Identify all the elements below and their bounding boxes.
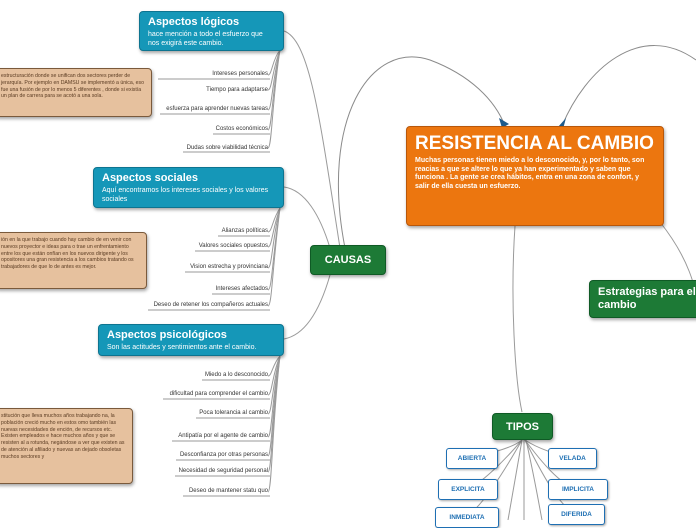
tipo-inmediata[interactable]: INMEDIATA (435, 507, 499, 528)
tipo-diferida[interactable]: DIFERIDA (548, 504, 605, 525)
tipos-node[interactable]: TIPOS (492, 413, 553, 440)
aspectos-logicos-example[interactable]: estructuración donde se unifican dos sec… (0, 68, 152, 117)
psicologicos-item-6[interactable]: Necesidad de seguridad personal (178, 468, 268, 474)
aspectos-sociales-title: Aspectos sociales (102, 172, 198, 184)
causas-node[interactable]: CAUSAS (310, 245, 386, 275)
estrategias-node[interactable]: Estrategias para el cambio (589, 280, 696, 318)
aspectos-logicos-description: hace mención a todo el esfuerzo que nos … (148, 31, 263, 47)
aspectos-psicologicos-description: Son las actitudes y sentimientos ante el… (107, 344, 257, 351)
logicos-item-1[interactable]: Intereses personales (212, 71, 268, 77)
psicologicos-item-7[interactable]: Deseo de mantener statu quo (188, 488, 268, 494)
aspectos-sociales-description: Aquí encontramos los intereses sociales … (102, 187, 269, 203)
aspectos-psicologicos-title: Aspectos psicológicos (107, 329, 227, 341)
central-topic-title: RESISTENCIA AL CAMBIO (415, 133, 654, 154)
psicologicos-item-3[interactable]: Poca tolerancia al cambio (199, 410, 268, 416)
arrow-head-left (499, 118, 509, 128)
logicos-item-2[interactable]: Tiempo para adaptarse (206, 87, 268, 93)
tipo-abierta[interactable]: ABIERTA (446, 448, 498, 469)
sociales-item-4[interactable]: Intereses afectados (215, 286, 268, 292)
sociales-item-5[interactable]: Deseo de retener los compañeros actuales (153, 302, 268, 308)
estrategias-label: Estrategias para el cambio (598, 286, 696, 311)
sociales-item-3[interactable]: Vision estrecha y provinciana (190, 264, 268, 270)
sociales-item-2[interactable]: Valores sociales opuestos (198, 243, 268, 249)
logicos-item-3[interactable]: esfuerza para aprender nuevas tareas (166, 106, 268, 112)
central-topic[interactable]: RESISTENCIA AL CAMBIO Muchas personas ti… (406, 126, 664, 226)
psicologicos-item-1[interactable]: Miedo a lo desconocido (204, 372, 268, 378)
aspectos-sociales-example[interactable]: ión en la que trabajo cuando hay cambio … (0, 232, 147, 289)
logicos-item-5[interactable]: Dudas sobre viabilidad técnica (186, 145, 268, 151)
aspectos-logicos-title: Aspectos lógicos (148, 16, 240, 28)
tipo-velada[interactable]: VELADA (548, 448, 597, 469)
aspectos-psicologicos-node[interactable]: Aspectos psicológicos Son las actitudes … (98, 324, 284, 356)
central-topic-description: Muchas personas tienen miedo a lo descon… (415, 157, 645, 190)
sociales-item-1[interactable]: Alianzas políticas (221, 228, 268, 234)
psicologicos-item-5[interactable]: Desconfianza por otras personas (179, 452, 268, 458)
psicologicos-item-2[interactable]: dificultad para comprender el cambio (169, 391, 268, 397)
psicologicos-item-4[interactable]: Antipatía por el agente de cambio (178, 433, 268, 439)
logicos-item-4[interactable]: Costos económicos (215, 126, 268, 132)
tipo-explicita[interactable]: EXPLICITA (438, 479, 498, 500)
aspectos-logicos-node[interactable]: Aspectos lógicos hace mención a todo el … (139, 11, 284, 51)
aspectos-psicologicos-example[interactable]: stitución que lleva muchos años trabajan… (0, 408, 133, 484)
aspectos-sociales-node[interactable]: Aspectos sociales Aquí encontramos los i… (93, 167, 284, 208)
tipo-implicita[interactable]: IMPLICITA (548, 479, 608, 500)
